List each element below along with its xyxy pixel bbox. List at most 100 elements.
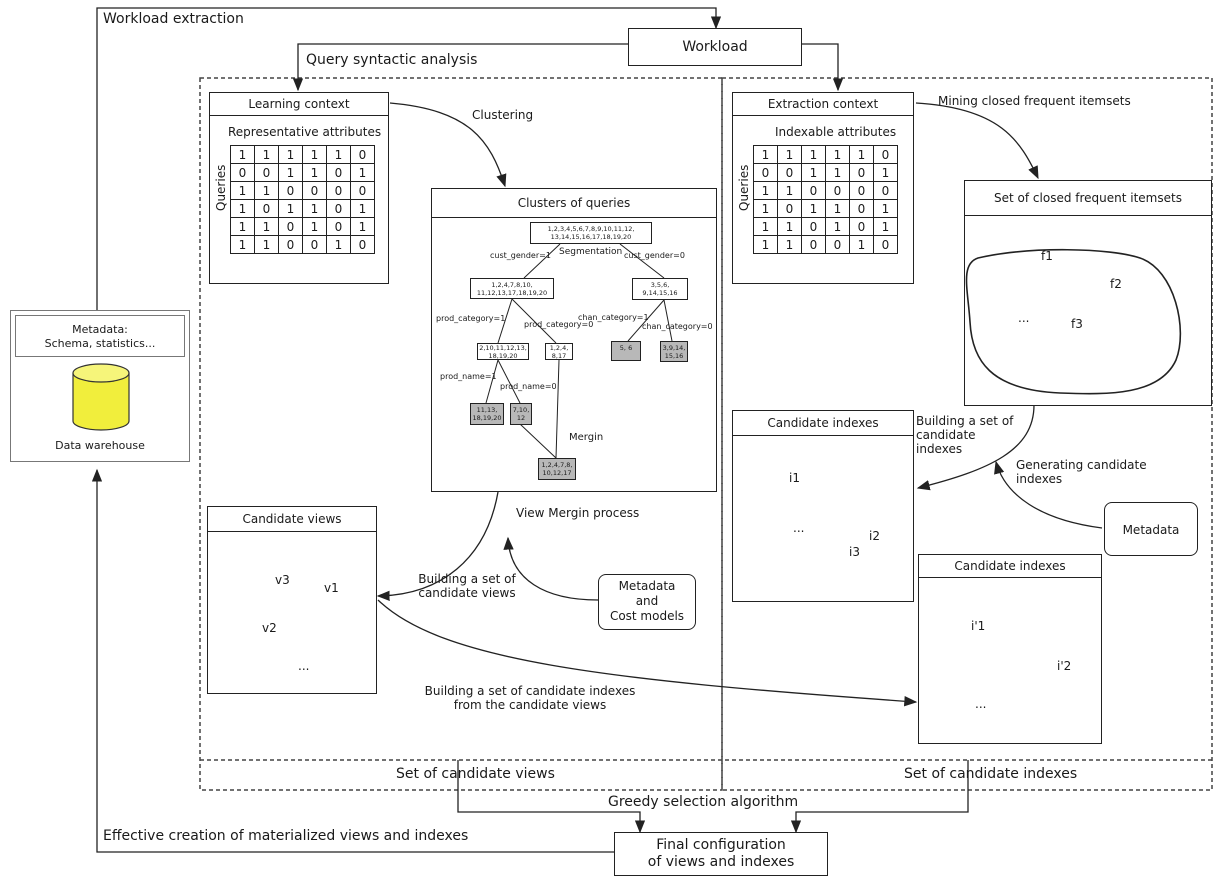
- final-configuration-box[interactable]: Final configuration of views and indexes: [614, 832, 828, 876]
- right-dashed-frame: [721, 77, 1213, 791]
- learning-context-box[interactable]: Learning context Representative attribut…: [209, 92, 389, 284]
- prod-category-1-label: prod_category=1: [436, 314, 506, 323]
- index-i2: i2: [869, 529, 880, 543]
- index-dots: ...: [793, 521, 805, 535]
- building-views-label: Building a set of candidate views: [418, 572, 516, 600]
- metadata-schema-box: Metadata: Schema, statistics...: [15, 315, 185, 357]
- index-prime-1: i'1: [971, 619, 986, 633]
- candidate-indexes-2-box[interactable]: Candidate indexes i'1 i'2 ...: [918, 554, 1102, 744]
- greedy-selection-label: Greedy selection algorithm: [608, 794, 799, 810]
- workload-label: Workload: [682, 39, 748, 55]
- chan-category-1-label: chan_category=1: [578, 313, 649, 322]
- indexable-attributes-label: Indexable attributes: [775, 125, 897, 139]
- database-cylinder-icon: [72, 363, 130, 431]
- extraction-context-box[interactable]: Extraction context Indexable attributes …: [732, 92, 914, 284]
- metadata-title: Metadata:: [72, 323, 128, 336]
- view-dots: ...: [298, 659, 310, 673]
- cluster-node-merged[interactable]: 1,2,4,7,8, 10,12,17: [538, 458, 576, 480]
- metadata-subtitle: Schema, statistics...: [44, 337, 156, 350]
- view-v1: v1: [324, 581, 339, 595]
- queries-axis-label: Queries: [214, 164, 228, 211]
- building-indexes-label: Building a set of candidate indexes: [916, 414, 1014, 456]
- metadata-cost-line1: Metadata: [618, 579, 676, 593]
- view-mergin-label: View Mergin process: [516, 506, 640, 520]
- index-i3: i3: [849, 545, 860, 559]
- metadata-cost-models-box[interactable]: Metadata and Cost models: [598, 574, 696, 630]
- mergin-label: Mergin: [569, 432, 604, 443]
- final-config-line2: of views and indexes: [647, 854, 795, 870]
- candidate-indexes-box[interactable]: Candidate indexes i1 ... i2 i3: [732, 410, 914, 602]
- representative-attributes-label: Representative attributes: [228, 125, 382, 139]
- clustering-label: Clustering: [472, 108, 534, 122]
- chan-category-0-label: chan_category=0: [642, 322, 713, 331]
- data-warehouse-panel[interactable]: Metadata: Schema, statistics... Data war…: [10, 310, 190, 462]
- query-syntactic-analysis-label: Query syntactic analysis: [306, 52, 478, 68]
- index-i1: i1: [789, 471, 800, 485]
- building-from-views-line2: from the candidate views: [453, 698, 607, 712]
- cluster-node-left[interactable]: 1,2,4,7,8,10, 11,12,13,17,18,19,20: [470, 278, 554, 299]
- prod-name-1-label: prod_name=1: [440, 372, 497, 381]
- learning-context-title: Learning context: [210, 93, 388, 116]
- index-prime-dots: ...: [975, 697, 987, 711]
- prod-category-0-label: prod_category=0: [524, 320, 594, 329]
- cluster-node-rr[interactable]: 3,9,14, 15,16: [660, 341, 688, 362]
- itemset-dots: ...: [1018, 311, 1030, 325]
- final-config-line1: Final configuration: [656, 837, 786, 853]
- cluster-node-rl[interactable]: 5, 6: [611, 341, 641, 361]
- mining-label: Mining closed frequent itemsets: [938, 94, 1131, 108]
- queries-axis-label: Queries: [737, 164, 751, 211]
- workload-box[interactable]: Workload: [628, 28, 802, 66]
- metadata-cost-line2: and: [635, 594, 659, 608]
- set-candidate-views-label: Set of candidate views: [396, 766, 555, 782]
- extraction-context-title: Extraction context: [733, 93, 913, 116]
- itemset-f3: f3: [1071, 317, 1083, 331]
- itemset-f2: f2: [1110, 277, 1122, 291]
- candidate-views-box[interactable]: Candidate views v3 v1 v2 ...: [207, 506, 377, 694]
- itemset-f1: f1: [1041, 249, 1053, 263]
- set-candidate-indexes-label: Set of candidate indexes: [904, 766, 1078, 782]
- clusters-box[interactable]: Clusters of queries: [431, 188, 717, 492]
- candidate-views-title: Candidate views: [208, 507, 376, 532]
- generating-indexes-label: Generating candidate indexes: [1016, 458, 1147, 486]
- cluster-node-lr[interactable]: 1,2,4, 8,17: [545, 343, 573, 360]
- index-prime-2: i'2: [1057, 659, 1072, 673]
- cust-gender-1-label: cust_gender=1: [490, 251, 551, 260]
- metadata-box[interactable]: Metadata: [1104, 502, 1198, 556]
- workload-extraction-label: Workload extraction: [103, 11, 244, 27]
- segmentation-label: Segmentation: [559, 247, 623, 257]
- cust-gender-0-label: cust_gender=0: [624, 251, 685, 260]
- effective-creation-label: Effective creation of materialized views…: [103, 828, 469, 844]
- metadata-cost-line3: Cost models: [609, 609, 685, 623]
- view-v3: v3: [275, 573, 290, 587]
- cluster-node-right[interactable]: 3,5,6, 9,14,15,16: [632, 278, 688, 300]
- candidate-indexes-title: Candidate indexes: [733, 411, 913, 436]
- building-from-views-line1: Building a set of candidate indexes: [424, 684, 636, 698]
- view-v2: v2: [262, 621, 277, 635]
- cluster-node-lll[interactable]: 11,13, 18,19,20: [470, 403, 504, 425]
- prod-name-0-label: prod_name=0: [500, 382, 557, 391]
- closed-itemsets-title: Set of closed frequent itemsets: [965, 181, 1211, 216]
- clusters-title: Clusters of queries: [432, 189, 716, 218]
- cluster-root-node[interactable]: 1,2,3,4,5,6,7,8,9,10,11,12, 13,14,15,16,…: [530, 222, 652, 244]
- itemset-blob: [965, 248, 1182, 395]
- cluster-node-ll[interactable]: 2,10,11,12,13, 18,19,20: [477, 343, 529, 360]
- candidate-indexes-2-title: Candidate indexes: [919, 555, 1101, 578]
- cluster-node-llr[interactable]: 7,10, 12: [510, 403, 532, 425]
- data-warehouse-label: Data warehouse: [55, 439, 145, 452]
- closed-itemsets-box[interactable]: Set of closed frequent itemsets: [964, 180, 1212, 406]
